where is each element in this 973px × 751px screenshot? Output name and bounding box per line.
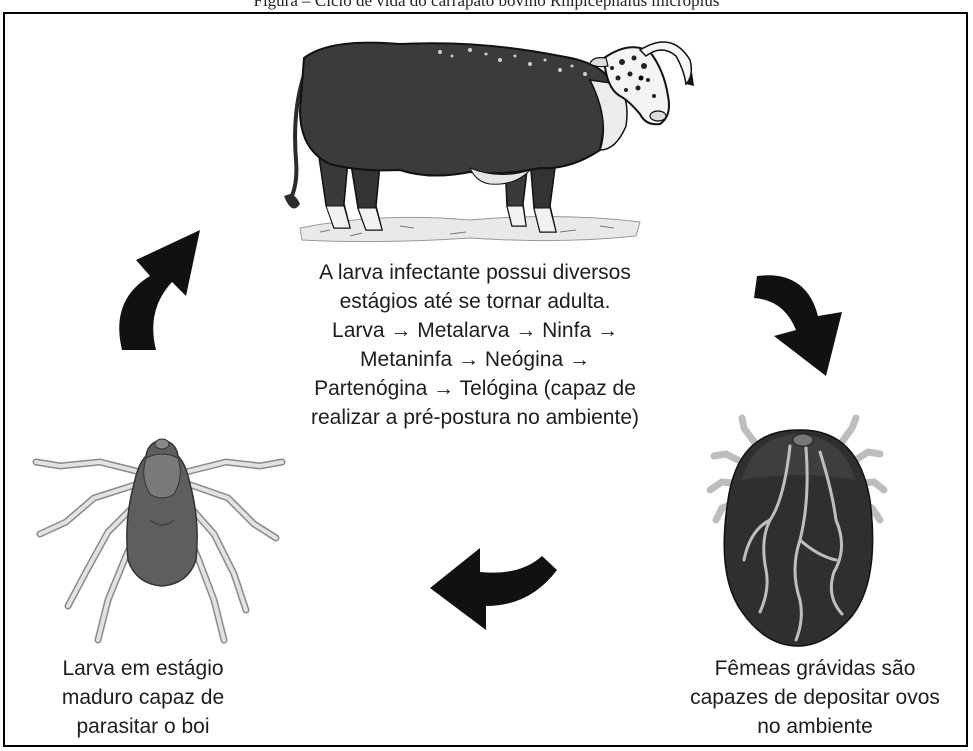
center-caption-line: realizar a pré-postura no ambiente) [310, 406, 639, 429]
center-caption-line: estágios até se tornar adulta. [339, 290, 611, 313]
female-caption: Fêmeas grávidas são capazes de depositar… [665, 654, 965, 741]
center-caption-line: A larva infectante possui diversos [319, 261, 631, 284]
female-caption-line: no ambiente [757, 715, 873, 738]
larva-caption: Larva em estágio maduro capaz de parasit… [28, 654, 258, 741]
female-caption-line: Fêmeas grávidas são [714, 657, 916, 680]
center-caption-line: Metaninfa → Neógina → [360, 348, 590, 371]
center-caption: A larva infectante possui diversos estág… [270, 258, 680, 432]
figure-caption: Figura – Ciclo de vida do carrapato bovi… [253, 0, 720, 10]
larva-caption-line: maduro capaz de [61, 686, 225, 709]
center-caption-line: Partenógina → Telógina (capaz de [314, 377, 636, 400]
female-caption-line: capazes de depositar ovos [690, 686, 940, 709]
larva-caption-line: parasitar o boi [76, 715, 210, 738]
larva-caption-line: Larva em estágio [62, 657, 224, 680]
center-caption-line: Larva → Metalarva → Ninfa → [332, 319, 618, 342]
diagram-frame [3, 12, 968, 747]
